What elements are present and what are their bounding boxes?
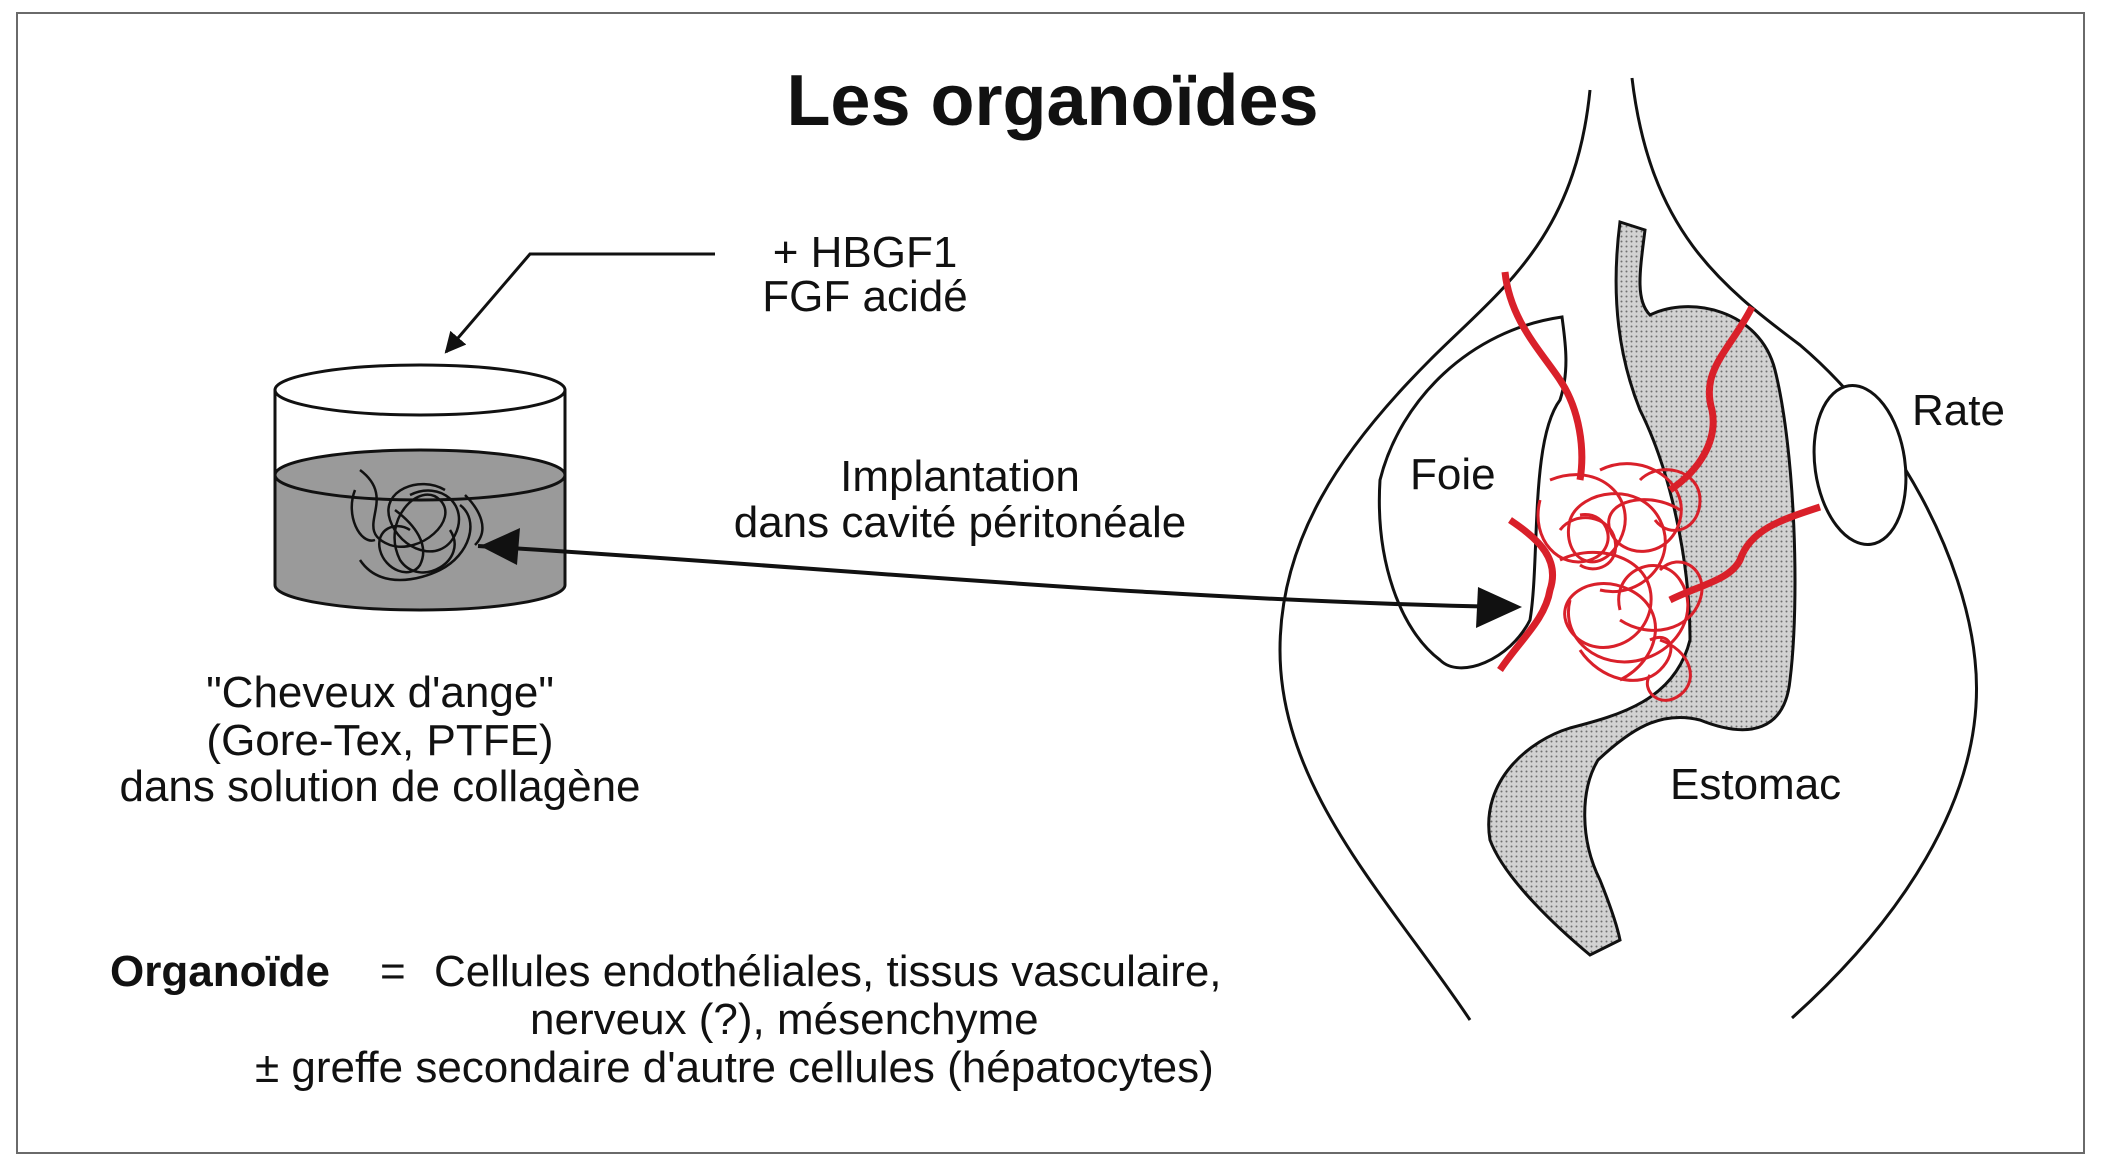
additive-label-line1: + HBGF1 [772,228,958,277]
liver-outline [1377,315,1568,670]
implantation-line [477,544,1506,609]
figure-title: Les organoïdes [786,61,1319,141]
figure-border [16,12,2085,1154]
collagen-solution [273,448,567,612]
fibre-tangle [350,469,484,582]
spleen-label: Rate [1912,386,2005,435]
stomach-label: Estomac [1670,760,1842,809]
definition-line2: nerveux (?), mésenchyme [530,995,1039,1044]
beaker-rim [273,363,567,417]
implantation-arrowhead-right [1476,587,1522,628]
additive-arrow [444,252,715,354]
spleen-outline [1812,384,1908,546]
abdomen [1278,77,1978,1021]
material-label-line1: "Cheveux d'ange" [206,668,554,717]
definition-equals: = [380,947,406,996]
liver-label: Foie [1410,450,1496,499]
vascularised-organoid [1497,271,1822,702]
implantation-label-line2: dans cavité péritonéale [733,498,1187,547]
beaker [273,363,567,612]
implantation-label-line1: Implantation [840,452,1080,501]
definition-line3: ± greffe secondaire d'autre cellules (hé… [255,1043,1214,1092]
additive-label-line2: FGF acidé [762,272,968,321]
implantation-arrowhead-left [480,528,520,565]
material-label-line3: dans solution de collagène [119,762,641,811]
material-label-line2: (Gore-Tex, PTFE) [206,716,554,765]
definition-term: Organoïde [110,947,331,996]
definition-line1: Cellules endothéliales, tissus vasculair… [434,947,1222,996]
